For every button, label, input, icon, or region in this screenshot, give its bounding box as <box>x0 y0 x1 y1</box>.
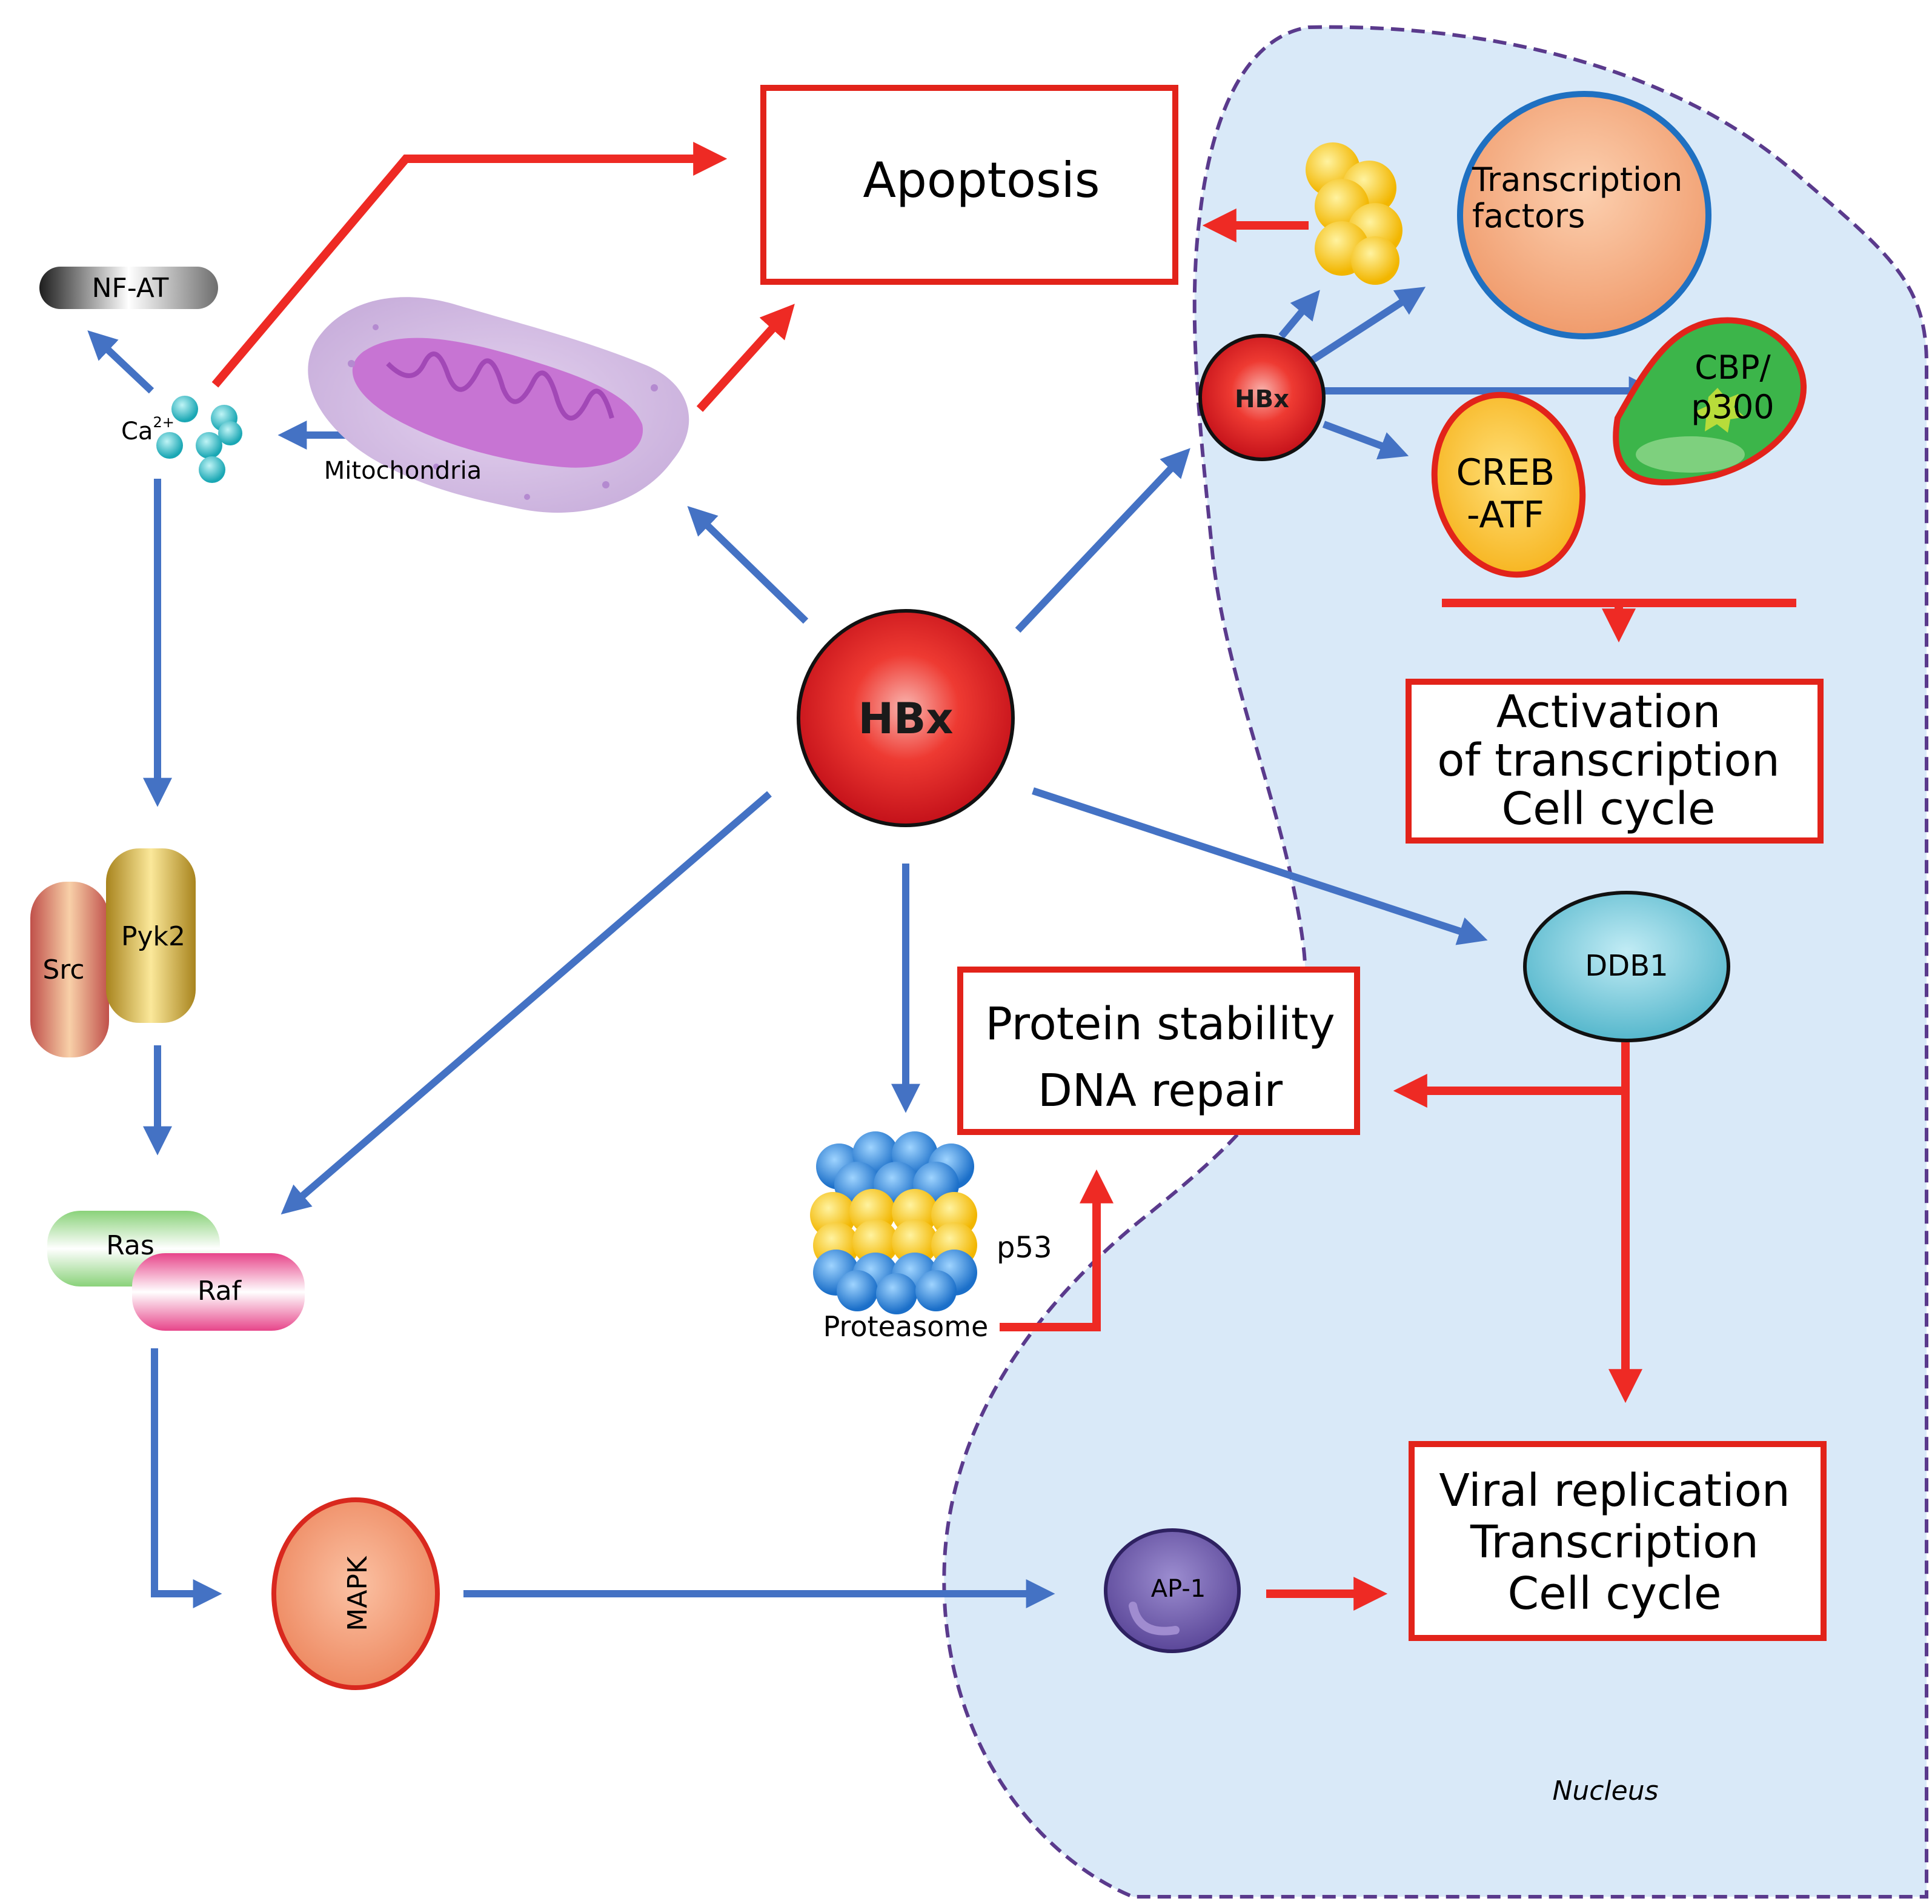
viral-line3: Cell cycle <box>1507 1568 1721 1620</box>
creb-line1: CREB <box>1456 451 1555 494</box>
apoptosis-label: Apoptosis <box>863 152 1100 208</box>
nhbx-to-creb-arrow <box>1322 421 1409 460</box>
viral-line1: Viral replication <box>1439 1465 1790 1517</box>
proteasome-to-protein-arrow <box>1000 1169 1114 1331</box>
nhbx-to-yellow-arrow <box>1278 290 1320 339</box>
tf-line1: Transcription <box>1472 161 1682 199</box>
calcium-ions-icon <box>156 396 242 483</box>
activation-line1: Activation <box>1496 686 1721 738</box>
nfat-label: NF-AT <box>92 273 169 304</box>
cbp-line2: p300 <box>1691 388 1774 426</box>
nhbx-to-tf-arrow <box>1309 287 1426 364</box>
ap1-node: AP-1 <box>1104 1528 1241 1653</box>
hbx-to-ddb1-arrow <box>1032 787 1488 945</box>
proteasome-icon <box>810 1131 977 1314</box>
mito-to-apoptosis-arrow <box>696 304 795 412</box>
yellow-protein-cluster-icon <box>1306 142 1403 285</box>
calcium-label: Ca2+ <box>121 414 174 445</box>
tf-line2: factors <box>1472 197 1585 235</box>
src-label: Src <box>42 954 84 985</box>
hbx-nuclear-node: HBx <box>1198 334 1326 461</box>
hbx-main-node: HBx <box>797 609 1015 827</box>
hbx-to-rasraf-arrow <box>281 791 772 1215</box>
protein-line1: Protein stability <box>985 998 1335 1050</box>
ras-label: Ras <box>106 1230 154 1261</box>
cbp-p300-node: CBP/ p300 <box>1613 317 1807 485</box>
src-capsule: Src <box>30 882 109 1057</box>
protein-stability-box: Protein stability DNA repair <box>957 967 1360 1135</box>
creb-atf-node: CREB -ATF <box>1431 391 1586 578</box>
cbp-line1: CBP/ <box>1695 348 1771 387</box>
proteasome-label: Proteasome <box>823 1310 989 1343</box>
pyk2-label: Pyk2 <box>121 921 185 952</box>
mitochondria-label: Mitochondria <box>324 457 482 485</box>
blue-arrows <box>87 287 1658 1608</box>
activation-line3: Cell cycle <box>1501 783 1715 835</box>
activation-box: Activation of transcription Cell cycle <box>1406 679 1824 844</box>
rasraf-to-mapk-arrow <box>151 1348 222 1608</box>
calcium-superscript: 2+ <box>153 414 174 431</box>
hbx-to-mito-arrow <box>687 505 809 624</box>
apoptosis-box: Apoptosis <box>760 85 1178 285</box>
hbx-nuclear-label: HBx <box>1235 385 1289 413</box>
mitochondria-icon <box>308 297 689 513</box>
viral-replication-box: Viral replication Transcription Cell cyc… <box>1409 1441 1827 1641</box>
mapk-label: MAPK <box>342 1556 373 1631</box>
nfat-capsule: NF-AT <box>39 267 218 309</box>
activation-line2: of transcription <box>1437 734 1779 787</box>
ddb1-node: DDB1 <box>1523 891 1730 1042</box>
viral-line2: Transcription <box>1470 1516 1759 1568</box>
transcription-factors-node: Transcription factors <box>1457 91 1711 339</box>
ca-to-nfat-arrow <box>87 330 154 394</box>
p53-label: p53 <box>997 1231 1052 1265</box>
nucleus-region <box>942 25 1928 1899</box>
raf-capsule: Raf <box>132 1253 305 1331</box>
protein-line2: DNA repair <box>1038 1065 1283 1117</box>
raf-label: Raf <box>198 1276 242 1307</box>
pyk2-capsule: Pyk2 <box>106 848 196 1023</box>
ap1-label: AP-1 <box>1151 1575 1206 1603</box>
red-arrows <box>211 142 1796 1611</box>
mapk-node: MAPK <box>271 1497 440 1690</box>
nucleus-label: Nucleus <box>1552 1776 1658 1806</box>
hbx-to-nuclear-hbx-arrow <box>1015 448 1190 633</box>
creb-line2: -ATF <box>1467 494 1544 536</box>
hbx-main-label: HBx <box>858 694 953 744</box>
ca-to-apoptosis-arrow <box>211 142 728 388</box>
ddb1-label: DDB1 <box>1585 949 1668 983</box>
